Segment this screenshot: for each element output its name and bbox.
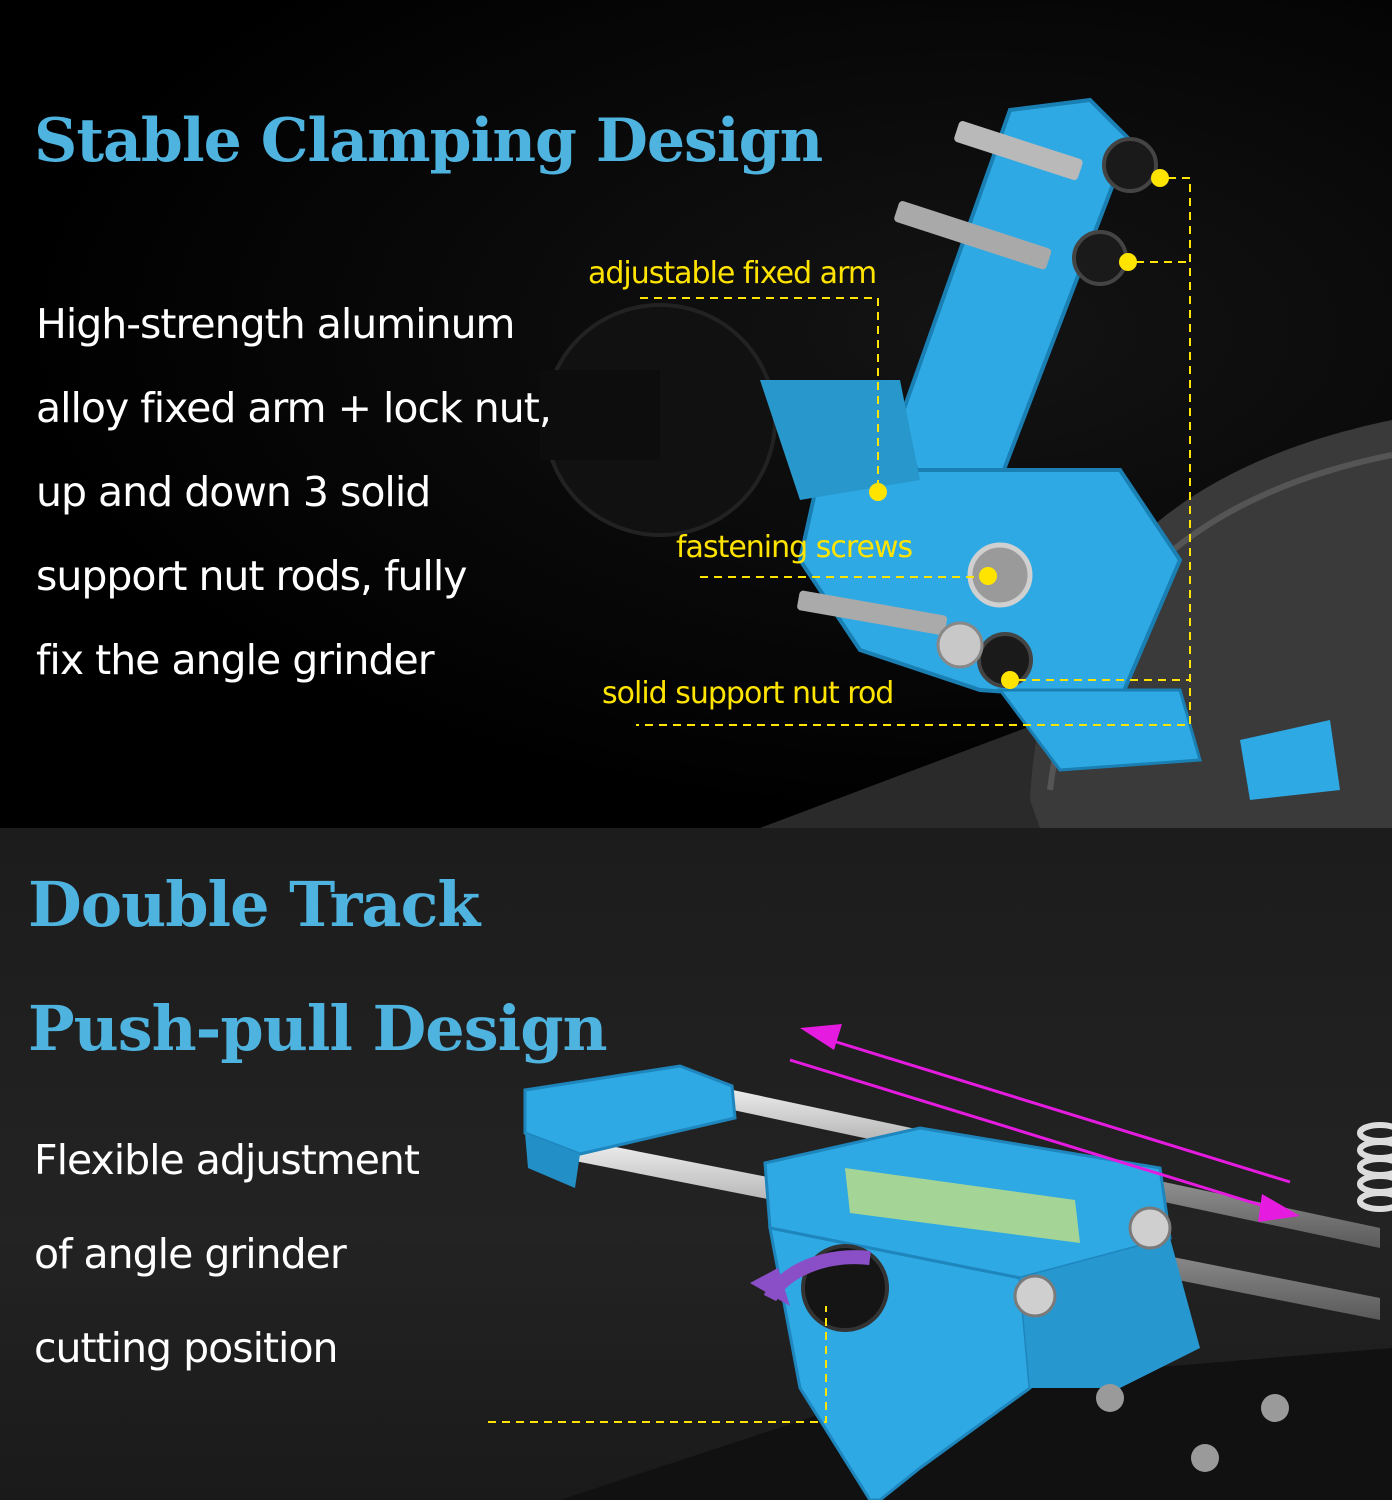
- clamping-design-panel: Stable Clamping Design High-strength alu…: [0, 0, 1392, 828]
- fastening-bolt: [967, 542, 1033, 608]
- callout-dot-top: [1151, 169, 1169, 187]
- callout-dot-screws: [979, 567, 997, 585]
- clamping-line-3: up and down 3 solid: [36, 468, 431, 516]
- clamping-line-1: High-strength aluminum: [36, 300, 515, 348]
- track-product-photo: [488, 1024, 1392, 1500]
- clamping-line-4: support nut rods, fully: [36, 552, 467, 600]
- double-track-panel: Double Track Push-pull Design Flexible a…: [0, 828, 1392, 1500]
- lock-nut-top: [1102, 137, 1158, 193]
- adjustable-arm-label: adjustable fixed arm: [588, 256, 877, 291]
- callout-dot-middle: [1119, 253, 1137, 271]
- clamping-line-5: fix the angle grinder: [36, 636, 435, 684]
- carriage-label-plate: [845, 1168, 1080, 1243]
- push-pull-arrows: [789, 1024, 1300, 1222]
- support-rod-label: solid support nut rod: [602, 676, 894, 711]
- end-bracket: [523, 1064, 737, 1156]
- callout-dot-rod: [1001, 671, 1019, 689]
- middle-threaded-rod: [894, 201, 1052, 270]
- return-spring: [1357, 1122, 1392, 1212]
- lower-threaded-rod: [797, 590, 948, 636]
- callout-leaders: [636, 177, 1191, 726]
- lock-nut-middle: [1072, 230, 1128, 286]
- arrow-right-icon: [1258, 1194, 1300, 1222]
- clamping-line-2: alloy fixed arm + lock nut,: [36, 384, 552, 432]
- double-track-heading: Double Track: [28, 868, 480, 941]
- track-line-3: cutting position: [34, 1324, 339, 1372]
- callout-dot-arm: [869, 483, 887, 501]
- track-line-1: Flexible adjustment: [34, 1136, 420, 1184]
- arrow-left-icon: [800, 1024, 842, 1050]
- upper-threaded-rod: [954, 121, 1083, 181]
- fastening-screws-label: fastening screws: [676, 530, 913, 565]
- clamp-product-photo: [540, 97, 1392, 828]
- knob-leader: [488, 1306, 827, 1423]
- track-line-2: of angle grinder: [34, 1230, 347, 1278]
- push-pull-heading: Push-pull Design: [28, 992, 608, 1065]
- clamping-design-heading: Stable Clamping Design: [34, 106, 823, 176]
